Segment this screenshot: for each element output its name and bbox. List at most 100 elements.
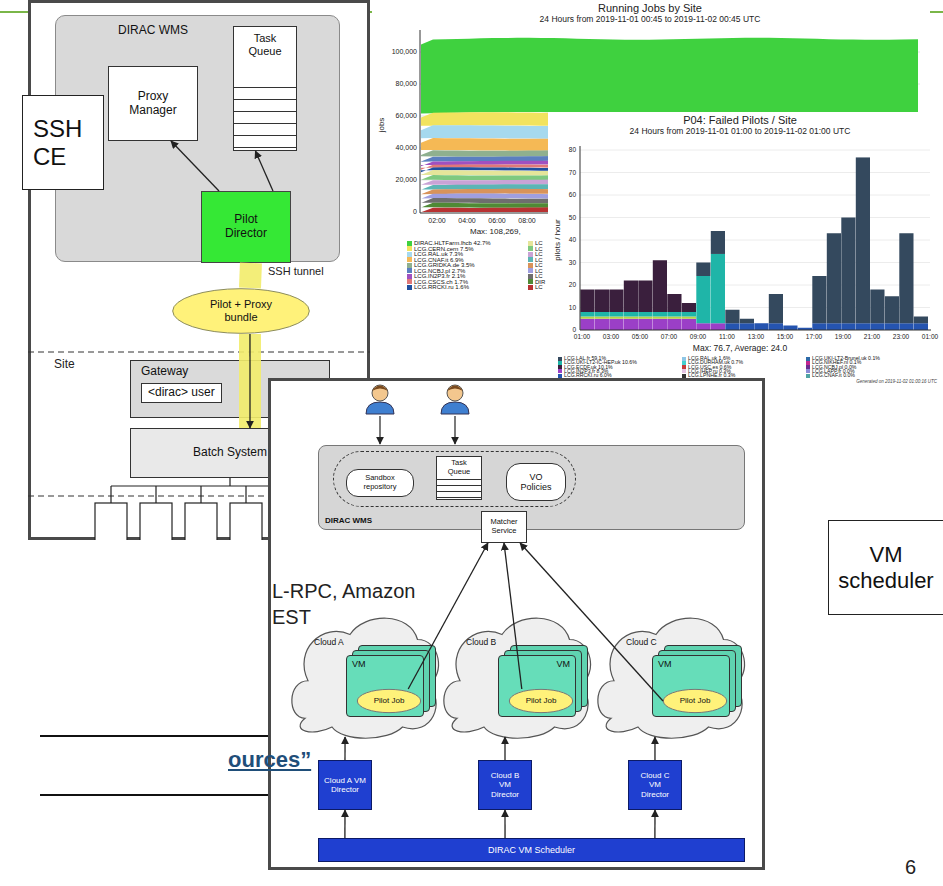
bar-segment <box>740 323 754 330</box>
arrow-connector <box>654 737 655 760</box>
arrow-connector <box>255 151 273 191</box>
legend-text: LCG.GRIDKA.de 3.5% <box>414 262 475 268</box>
tick-label: 04:00 <box>458 217 476 225</box>
bar-segment <box>682 317 696 319</box>
bar-segment <box>595 317 609 319</box>
axis-line <box>420 30 421 213</box>
tick-label: 03:00 <box>603 333 619 340</box>
vm-scheduler: DIRAC VM Scheduler <box>318 838 745 862</box>
bar-segment <box>870 290 884 324</box>
bar-segment <box>711 323 725 330</box>
arrow-connector <box>408 543 488 689</box>
tick-label: 70 <box>569 169 576 176</box>
grid-line <box>580 217 930 218</box>
legend-text: LCG.NCBJ.pl 2.7% <box>414 268 465 274</box>
site-boundary <box>28 352 370 353</box>
bar-segment <box>754 323 768 330</box>
bar-segment <box>841 218 855 324</box>
legend-swatch <box>528 252 533 257</box>
bar-segment <box>899 233 913 323</box>
batch-wires <box>111 478 291 503</box>
node-label: DIRAC VM Scheduler <box>488 845 575 855</box>
vm-director: Cloud B VM Director <box>478 760 532 810</box>
legend-swatch <box>407 252 412 257</box>
task-queue: Task Queue <box>233 26 297 151</box>
legend-text: LCG.RRCKI.ru 1.6% <box>414 284 469 290</box>
ssh-tunnel-link <box>250 360 251 428</box>
bar-segment <box>856 323 870 330</box>
arrow-connector <box>504 543 522 689</box>
node-label: Pilot Director <box>214 213 278 241</box>
bar-segment <box>696 323 710 330</box>
bar-segment <box>624 319 638 330</box>
chart-title: Running Jobs by Site <box>598 2 702 14</box>
axis-title: jobs <box>378 118 387 133</box>
node-label: Cloud A <box>314 638 344 648</box>
tick-label: 40 <box>569 236 576 243</box>
node-label: Cloud B <box>466 638 496 648</box>
tick-label: 19:00 <box>835 333 851 340</box>
bar-segment <box>609 290 623 313</box>
arrow-connector <box>344 810 345 838</box>
user-arrow <box>454 416 455 444</box>
legend-text: LCG.CERN.cern 7.5% <box>414 246 474 252</box>
node-label: DIRAC WMS <box>325 516 372 525</box>
bar-segment <box>638 281 652 313</box>
node-label: Cloud C <box>626 638 657 648</box>
bar-segment <box>595 319 609 330</box>
legend-item: LCG.GRIDKA.de 3.5% <box>407 262 475 268</box>
pilot-director: Pilot Director <box>201 191 291 263</box>
tick-label: 40,000 <box>396 144 417 152</box>
legend-swatch <box>528 246 533 251</box>
node-label: Sandbox repository <box>352 474 408 491</box>
bar-segment <box>638 317 652 319</box>
tick-label: 23:00 <box>893 333 909 340</box>
legend-item: LCG.RAL.uk 7.3% <box>407 251 463 257</box>
tick-label: 08:00 <box>518 217 536 225</box>
bar-segment <box>740 319 754 324</box>
legend-swatch <box>407 274 412 279</box>
tick-label: 60 <box>569 191 576 198</box>
legend-swatch <box>528 257 533 262</box>
bar-segment <box>638 312 652 317</box>
legend-swatch <box>528 263 533 268</box>
region-label: Site <box>54 358 75 371</box>
arrow-connector <box>520 543 663 701</box>
node-label: VM <box>658 659 672 669</box>
arrow-connector <box>654 810 655 838</box>
legend-text: LC <box>535 240 543 246</box>
vm-director: Cloud C VM Director <box>628 760 682 810</box>
node-label: Matcher Service <box>484 518 524 535</box>
tick-label: 0 <box>413 208 417 216</box>
tick-label: 20 <box>569 281 576 288</box>
bar-segment <box>580 319 594 330</box>
tick-label: 11:00 <box>719 333 735 340</box>
node-label: VO Policies <box>513 472 559 493</box>
bar-segment <box>769 323 783 330</box>
pilot-job: Pilot Job <box>663 689 727 713</box>
arrow-connector <box>505 737 506 760</box>
bar-segment <box>667 319 681 330</box>
node-label: VM <box>557 659 571 669</box>
bar-segment <box>653 317 667 319</box>
bar-segment <box>624 317 638 319</box>
page-number: 6 <box>905 856 916 878</box>
bar-segment <box>609 312 623 317</box>
wms-box: DIRAC WMSTask QueueProxy ManagerPilot Di… <box>55 15 340 262</box>
axis-line <box>580 146 581 330</box>
node-label: Pilot Job <box>680 696 711 705</box>
tick-label: 13:00 <box>748 333 764 340</box>
tick-label: 15:00 <box>777 333 793 340</box>
area-band <box>421 38 918 114</box>
legend-text: LCG.CSCS.ch 1.7% <box>414 279 468 285</box>
legend-swatch <box>407 246 412 251</box>
bar-segment <box>595 290 609 313</box>
tick-label: 21:00 <box>864 333 880 340</box>
pilot-job: Pilot Job <box>357 689 421 713</box>
tick-label: 07:00 <box>661 333 677 340</box>
text-box-border <box>40 735 272 737</box>
legend-swatch <box>528 268 533 273</box>
legend-swatch <box>806 374 810 378</box>
tick-label: 01:00 <box>574 333 590 340</box>
bar-segment <box>653 312 667 317</box>
